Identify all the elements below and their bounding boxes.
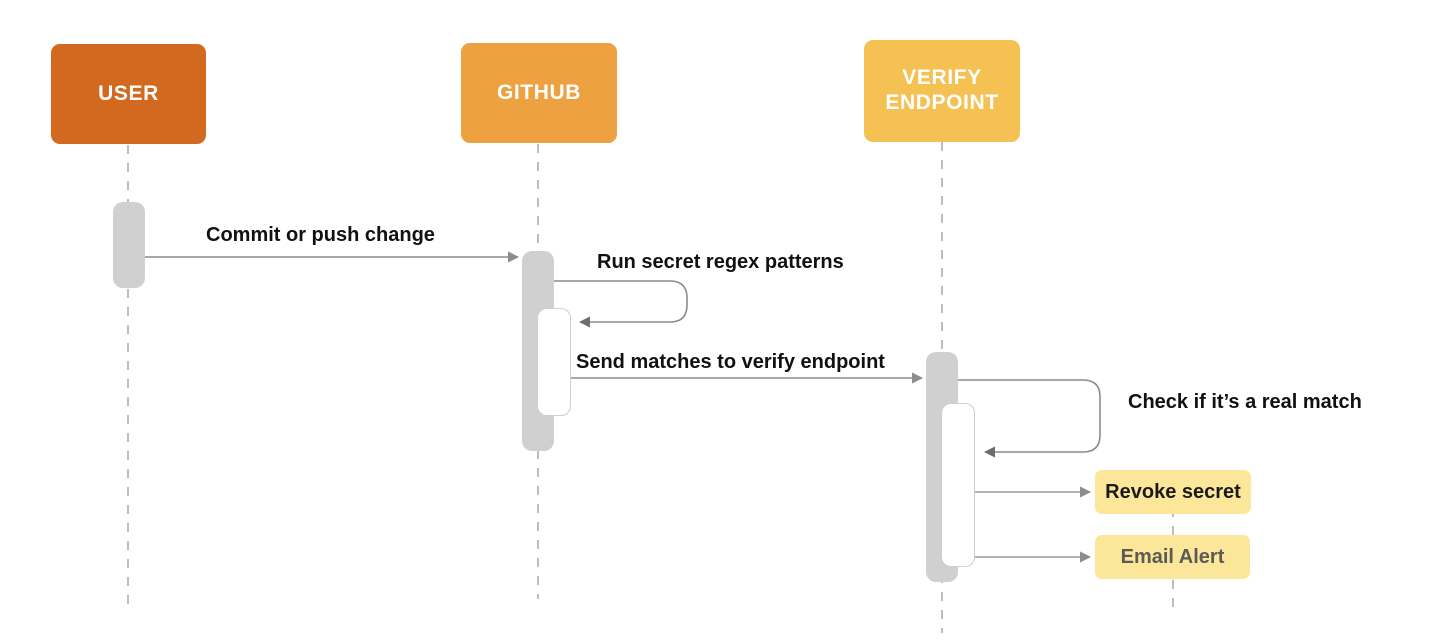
actor-box-github[interactable]: GITHUB bbox=[461, 43, 617, 143]
message-label-send-matches-to-verify-endpoint: Send matches to verify endpoint bbox=[576, 351, 885, 373]
activation-user bbox=[113, 202, 145, 288]
message-label-check-if-its-a-real-match: Check if it’s a real match bbox=[1128, 391, 1362, 413]
outcome-box-revoke-secret[interactable]: Revoke secret bbox=[1095, 470, 1251, 514]
arrow-run-secret-regex-patterns bbox=[552, 280, 688, 328]
actor-box-user[interactable]: USER bbox=[51, 44, 206, 144]
activation-verify-nested bbox=[941, 403, 975, 567]
activation-github-nested bbox=[537, 308, 571, 416]
arrow-check-if-its-a-real-match bbox=[957, 379, 1101, 458]
message-label-run-secret-regex-patterns: Run secret regex patterns bbox=[597, 251, 844, 273]
actor-box-verify[interactable]: VERIFY ENDPOINT bbox=[864, 40, 1020, 142]
message-label-commit-or-push-change: Commit or push change bbox=[206, 224, 435, 246]
outcome-box-email-alert[interactable]: Email Alert bbox=[1095, 535, 1250, 579]
